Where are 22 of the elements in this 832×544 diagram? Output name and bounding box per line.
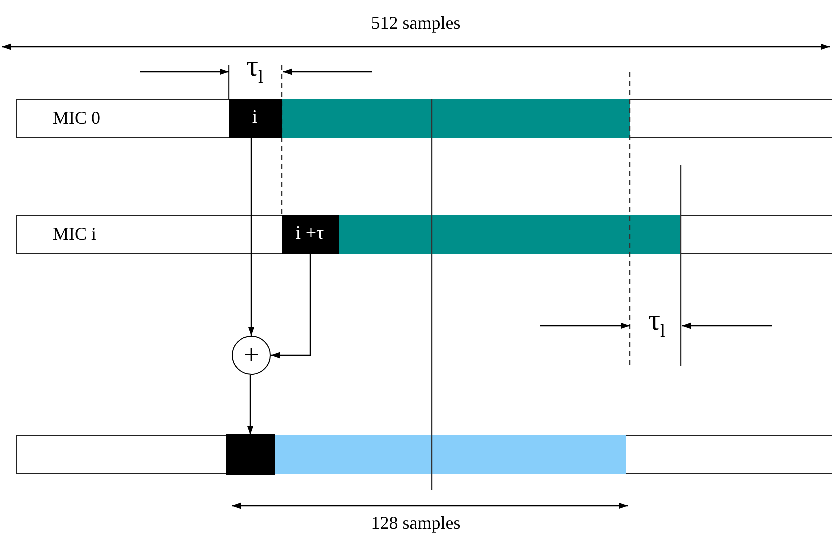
- signal-bar: [16, 215, 832, 254]
- delay-label: τ$_{l}$: [246, 52, 264, 86]
- channel-label: MIC 0: [53, 108, 101, 129]
- plus-sign: +: [244, 342, 260, 370]
- sample-label: i: [252, 107, 258, 129]
- signal-segment: [282, 98, 630, 138]
- channel-label: MIC i: [53, 224, 97, 245]
- output-segment: [274, 434, 626, 474]
- sample-block: [282, 214, 338, 254]
- sum-circle: [232, 336, 271, 375]
- output-bar: [16, 435, 832, 474]
- signal-segment: [338, 214, 680, 254]
- sample-label: i +τ: [296, 223, 324, 245]
- arrow: [271, 254, 312, 359]
- dimension-label: 128 samples: [371, 514, 461, 532]
- signal-bar: [16, 99, 832, 138]
- arrow: [247, 375, 254, 435]
- arrow: [248, 138, 255, 336]
- dimension-label: 512 samples: [371, 14, 461, 32]
- output-block: [226, 434, 274, 474]
- sample-block: [228, 98, 282, 138]
- delay-label: τ$_{l}$: [648, 306, 666, 340]
